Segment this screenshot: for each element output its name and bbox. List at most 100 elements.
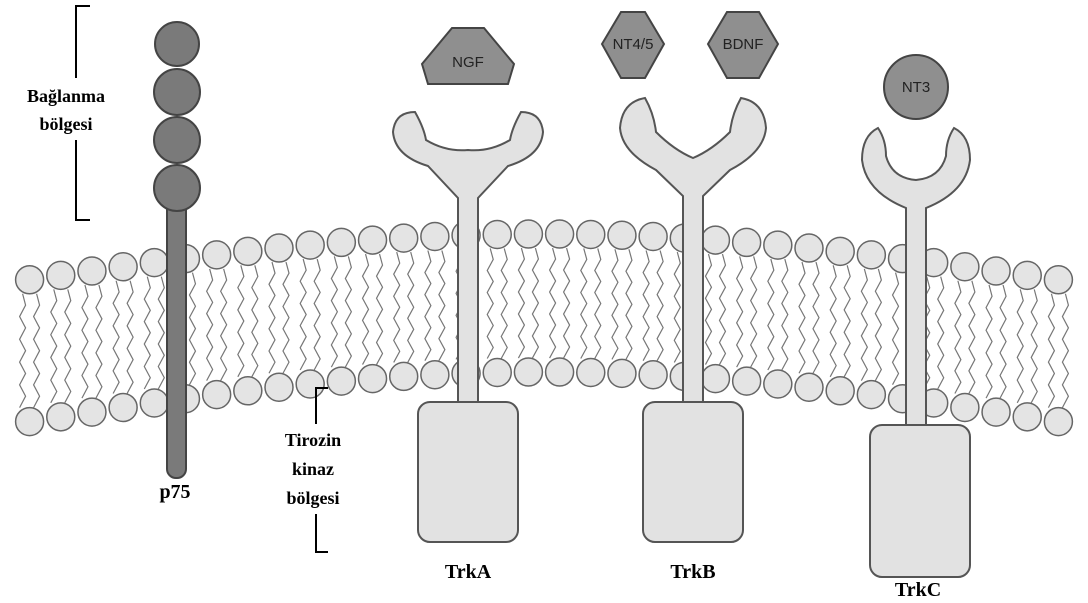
lipid-tail — [813, 262, 819, 373]
lipid-tail — [269, 262, 275, 373]
p75-label: p75 — [159, 481, 190, 503]
lipid-tail — [408, 252, 414, 362]
lipid-tail — [782, 259, 788, 370]
lipid-head — [608, 221, 636, 249]
nt3-ligand: NT3 — [884, 55, 948, 119]
lipid-tail — [518, 248, 524, 358]
lipid-head — [795, 234, 823, 262]
ngf-ligand: NGF — [422, 28, 514, 84]
lipid-tail — [501, 248, 507, 358]
lipid-head — [421, 222, 449, 250]
lipid-head — [16, 266, 44, 294]
lipid-head — [1044, 408, 1072, 436]
lipid-tail — [127, 281, 133, 394]
lipid-tail — [1048, 294, 1054, 408]
lipid-head — [826, 377, 854, 405]
lipid-tail — [751, 256, 757, 367]
lipid-head — [327, 367, 355, 395]
lipid-head — [483, 358, 511, 386]
lipid-tail — [550, 248, 556, 358]
lipid-tail — [674, 252, 680, 362]
lipid-head — [203, 241, 231, 269]
lipid-tail — [300, 259, 306, 370]
lipid-tail — [955, 281, 961, 394]
lipid-tail — [377, 254, 383, 365]
lipid-head — [47, 403, 75, 431]
lipid-head — [203, 381, 231, 409]
lipid-tail — [238, 265, 244, 376]
lipid-head — [78, 257, 106, 285]
kinase-region-label-line2: kinaz — [292, 459, 334, 479]
lipid-tail — [51, 289, 57, 402]
lipid-head — [795, 373, 823, 401]
lipid-head — [296, 231, 324, 259]
lipid-head — [982, 398, 1010, 426]
lipid-tail — [144, 277, 150, 389]
lipid-tail — [986, 285, 992, 398]
lipid-head — [47, 261, 75, 289]
lipid-tail — [626, 249, 632, 359]
lipid-tail — [34, 294, 40, 408]
lipid-head — [16, 408, 44, 436]
lipid-tail — [719, 254, 725, 365]
lipid-head — [764, 231, 792, 259]
lipid-tail — [425, 250, 431, 360]
lipid-head — [483, 220, 511, 248]
binding-region-label: Bağlanma bölgesi — [18, 78, 116, 140]
lipid-head — [608, 359, 636, 387]
lipid-tail — [830, 265, 836, 376]
trkc-label: TrkC — [895, 579, 941, 601]
lipid-tail — [331, 256, 337, 367]
lipid-head — [390, 362, 418, 390]
lipid-head — [1044, 266, 1072, 294]
lipid-head — [140, 389, 168, 417]
nt45-ligand: NT4/5 — [602, 12, 664, 78]
lipid-tail — [439, 250, 445, 360]
lipid-head — [951, 253, 979, 281]
lipid-tail — [394, 252, 400, 362]
lipid-tail — [82, 285, 88, 398]
lipid-tail — [1017, 289, 1023, 402]
lipid-head — [639, 222, 667, 250]
trka-label: TrkA — [445, 561, 492, 583]
lipid-tail — [113, 281, 119, 394]
lipid-head — [78, 398, 106, 426]
lipid-tail — [564, 248, 570, 358]
lipid-tail — [96, 285, 102, 398]
lipid-tail — [1031, 289, 1037, 402]
nt3-label: NT3 — [902, 79, 930, 96]
lipid-tail — [207, 269, 213, 381]
binding-region-label-line1: Bağlanma — [27, 86, 105, 106]
lipid-tail — [705, 254, 711, 365]
lipid-tail — [20, 294, 26, 408]
lipid-tail — [737, 256, 743, 367]
lipid-tail — [844, 265, 850, 376]
lipid-head — [234, 377, 262, 405]
lipid-head — [514, 220, 542, 248]
trkb-label: TrkB — [670, 561, 715, 583]
lipid-tail — [768, 259, 774, 370]
lipid-head — [701, 226, 729, 254]
lipid-head — [1013, 261, 1041, 289]
lipid-tail — [345, 256, 351, 367]
lipid-head — [577, 220, 605, 248]
lipid-tail — [657, 250, 663, 360]
lipid-tail — [969, 281, 975, 394]
binding-region-label-line2: bölgesi — [39, 114, 92, 134]
lipid-tail — [893, 273, 899, 385]
ngf-label: NGF — [452, 54, 484, 71]
lipid-tail — [314, 259, 320, 370]
lipid-tail — [65, 289, 71, 402]
lipid-head — [514, 358, 542, 386]
lipid-head — [826, 237, 854, 265]
lipid-head — [857, 381, 885, 409]
lipid-head — [359, 365, 387, 393]
lipid-head — [951, 393, 979, 421]
lipid-tail — [581, 248, 587, 358]
lipid-tail — [283, 262, 289, 373]
kinase-region-label: Tirozin kinaz bölgesi — [258, 424, 368, 514]
nt45-label: NT4/5 — [613, 36, 654, 53]
lipid-tail — [189, 273, 195, 385]
bdnf-ligand: BDNF — [708, 12, 778, 78]
lipid-tail — [799, 262, 805, 373]
